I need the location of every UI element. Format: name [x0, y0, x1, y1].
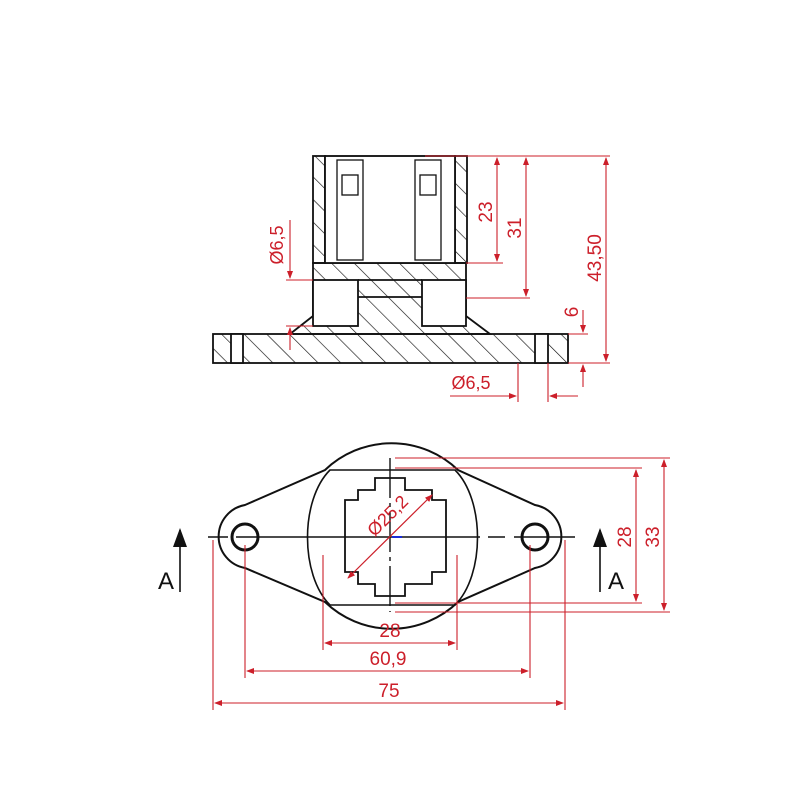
central-boss [306, 469, 479, 606]
section-label-left: A [158, 568, 174, 595]
front-view-dim-labels: 23 31 43,50 6 Ø6,5 Ø6,5 [267, 201, 606, 393]
dim-width-28: 28 [379, 621, 400, 642]
section-marker-right: A [593, 528, 624, 595]
dim-vertical-28: 28 [615, 526, 636, 547]
dim-overall-length: 75 [378, 681, 399, 702]
dim-base-hole-dia: Ø6,5 [451, 373, 490, 393]
dim-side-hole-dia: Ø6,5 [267, 225, 287, 264]
top-view-dimensions [212, 457, 670, 710]
bore-dia-dimension [347, 494, 433, 579]
dim-31: 31 [505, 217, 526, 238]
body-section [287, 155, 493, 335]
dim-43-50: 43,50 [585, 234, 606, 282]
dim-hole-spacing: 60,9 [370, 649, 407, 670]
top-view-dim-labels: 28 60,9 75 28 33 [370, 526, 664, 702]
dim-6: 6 [562, 307, 583, 318]
flange-outline [217, 442, 563, 630]
base-plate [212, 333, 569, 364]
section-marker-left: A [158, 528, 187, 595]
dim-vertical-33: 33 [643, 526, 664, 547]
section-label-right: A [608, 568, 624, 595]
dim-23: 23 [476, 201, 497, 222]
dim-bore-dia: Ø25,2 [363, 491, 412, 540]
front-view-dimensions [286, 155, 610, 402]
